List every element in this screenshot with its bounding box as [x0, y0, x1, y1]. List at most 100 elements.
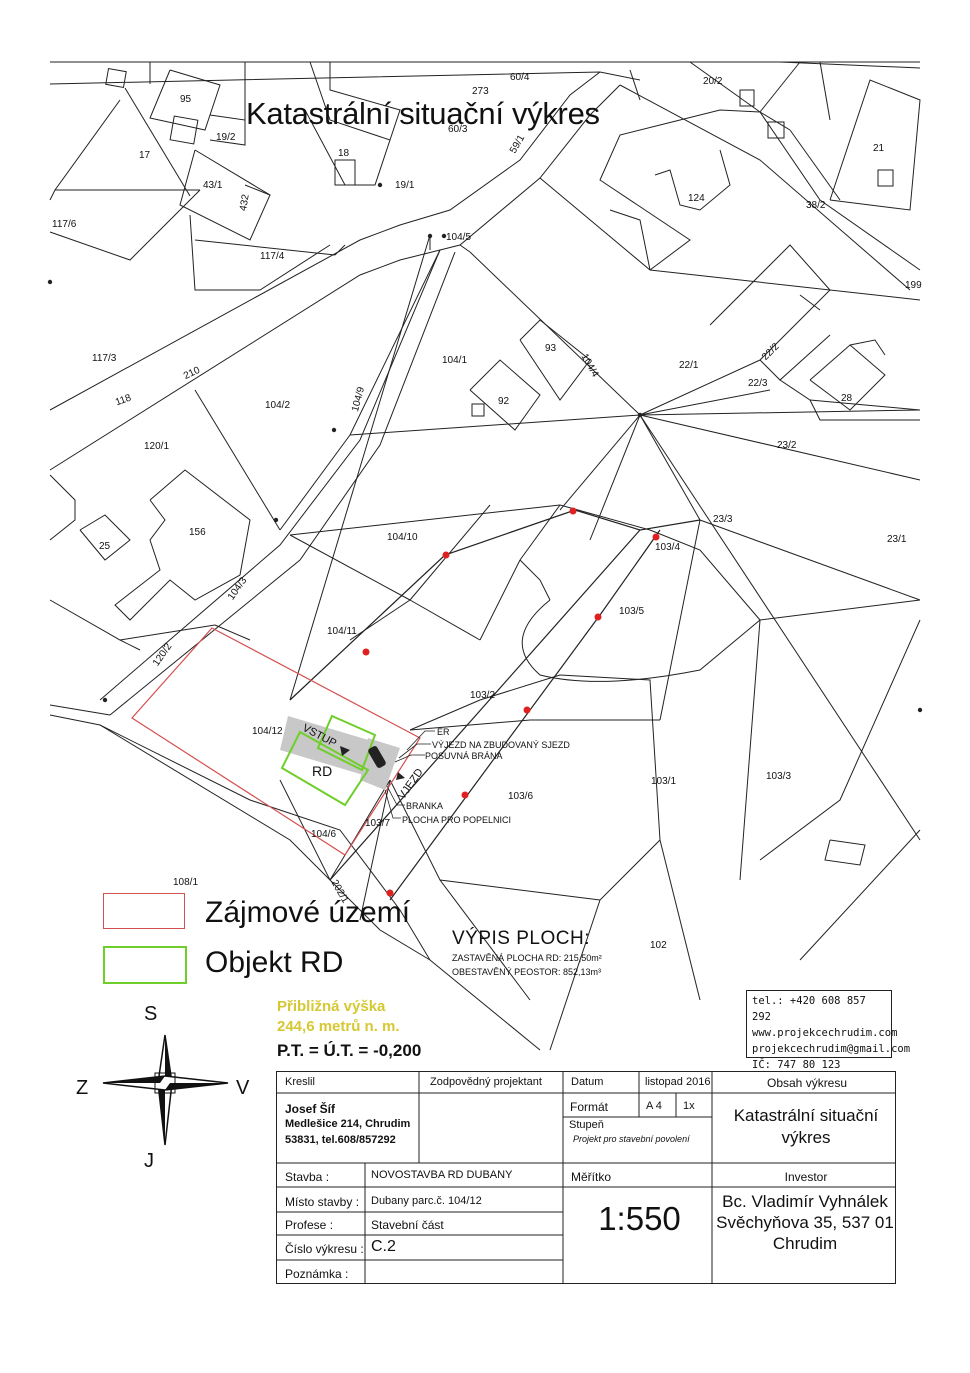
contact-box: tel.: +420 608 857 292 www.projekcechrud… — [746, 990, 911, 1071]
tb-datum-value: listopad 2016 — [645, 1076, 711, 1088]
parcel-number: 19/1 — [395, 180, 415, 191]
tb-meritko-label: Měřítko — [571, 1170, 612, 1184]
parcel-number: 60/3 — [448, 124, 468, 135]
parcel-number: 117/3 — [92, 353, 117, 364]
parcel-number: 104/6 — [311, 829, 337, 840]
tb-investor-address: Svěchyňova 35, 537 01 — [716, 1213, 894, 1232]
parcel-108-1: 108/1 — [173, 877, 199, 888]
tb-scale-value: 1:550 — [598, 1200, 681, 1237]
tb-investor-name: Bc. Vladimír Vyhnálek — [722, 1192, 888, 1211]
survey-points — [47, 182, 923, 713]
tb-profese-label: Profese : — [285, 1218, 334, 1232]
parcel-number: 92 — [498, 396, 510, 407]
legend-interest-swatch — [103, 893, 185, 929]
building-rd — [280, 714, 377, 807]
parcel-number: 124 — [688, 193, 705, 204]
compass-west: Z — [76, 1077, 89, 1099]
tb-kreslil-label: Kreslil — [285, 1076, 315, 1088]
parcel-number: 102 — [650, 940, 667, 951]
parcel-number: 156 — [189, 527, 206, 538]
tb-author-phone: 53831, tel.608/857292 — [285, 1134, 396, 1146]
parcel-number: 60/4 — [510, 72, 530, 83]
parcel-number: 104/2 — [265, 400, 291, 411]
er-label: ER — [437, 727, 450, 737]
tb-format-label: Formát — [570, 1100, 609, 1114]
tb-zodp-label: Zodpovědný projektant — [430, 1076, 542, 1088]
car-icon — [368, 746, 386, 768]
compass-south: J — [144, 1150, 154, 1172]
boundary-markers — [289, 507, 660, 897]
parcel-number: 43/1 — [203, 180, 223, 191]
tb-format-value: A 4 — [646, 1100, 662, 1112]
contact-phone: tel.: +420 608 857 292 — [752, 995, 866, 1023]
contact-email: projekcechrudim@gmail.com — [752, 1043, 911, 1055]
parcel-number: 23/3 — [713, 514, 733, 525]
parcel-number: 117/4 — [260, 251, 285, 262]
compass-rose-icon — [102, 1034, 229, 1146]
site-paving — [280, 716, 400, 790]
parcel-number: 104/1 — [442, 355, 468, 366]
parcel-lines — [49, 61, 921, 1051]
tb-investor-city: Chrudim — [772, 1234, 838, 1253]
height-line-1: Přibližná výška — [277, 998, 386, 1015]
tb-author-address: Medlešice 214, Chrudim — [285, 1118, 411, 1130]
tb-obsah-label: Obsah výkresu — [767, 1076, 848, 1090]
parcel-number: 20/2 — [703, 76, 723, 87]
parcel-number: 19/2 — [216, 132, 236, 143]
interest-area — [131, 627, 421, 856]
title-block-grid — [276, 1071, 896, 1284]
tb-investor-label: Investor — [784, 1170, 828, 1184]
parcel-number: 25 — [99, 541, 111, 552]
legend-building-label: Objekt RD — [205, 946, 344, 979]
parcel-number: 273 — [472, 86, 489, 97]
compass-east: V — [236, 1077, 250, 1099]
parcel-number: 103/5 — [619, 606, 645, 617]
parcel-number: 103/3 — [766, 771, 792, 782]
legend-interest-label: Zájmové území — [205, 896, 411, 929]
tb-stavba-value: NOVOSTAVBA RD DUBANY — [371, 1169, 513, 1181]
parcel-number: 104/12 — [252, 726, 283, 737]
parcel-number: 18 — [338, 148, 350, 159]
areas-row-2: OBESTAVĚNÝ PEOSTOR: 852,13m³ — [452, 967, 602, 977]
parcel-number: 199 — [905, 280, 922, 291]
branka-label: BRANKA — [406, 801, 444, 811]
parcel-number: 17 — [139, 150, 151, 161]
parcel-number: 103/2 — [470, 690, 496, 701]
parcel-number: 22/3 — [748, 378, 768, 389]
tb-author-name: Josef Šíf — [285, 1102, 336, 1116]
parcel-number: 95 — [180, 94, 192, 105]
legend-building-swatch — [103, 946, 187, 984]
posuvna-brana-label: POSUVNÁ BRÁNA — [425, 751, 503, 761]
parcel-number: 104/10 — [387, 532, 418, 543]
tb-poznamka-label: Poznámka : — [285, 1267, 349, 1281]
parcel-number: 103/7 — [365, 818, 391, 829]
parcel-number: 28 — [841, 393, 853, 404]
tb-stavba-label: Stavba : — [285, 1170, 330, 1184]
contact-web: www.projekcechrudim.com — [752, 1027, 898, 1039]
tb-stupen-label: Stupeň — [569, 1119, 604, 1131]
parcel-number: 117/6 — [52, 219, 77, 230]
tb-obsah-value-1: Katastrální situační — [733, 1106, 879, 1125]
parcel-number: 21 — [873, 143, 885, 154]
tb-datum-label: Datum — [571, 1076, 604, 1088]
parcel-number: 120/1 — [144, 441, 170, 452]
tb-cislo-value: C.2 — [371, 1238, 396, 1255]
pt-ut-level: P.T. = Ú.T. = -0,200 — [277, 1041, 422, 1060]
tb-misto-label: Místo stavby : — [285, 1195, 360, 1209]
tb-obsah-value-2: výkres — [781, 1128, 831, 1147]
drawing-title: Katastrální situační výkres — [246, 96, 600, 131]
parcel-number: 22/1 — [679, 360, 699, 371]
parcel-number: 104/11 — [327, 626, 357, 637]
contact-ic: IČ: 747 80 123 — [752, 1059, 841, 1071]
areas-heading: VÝPIS PLOCH: — [452, 928, 590, 949]
entrance-triangle-icon — [340, 746, 405, 780]
popelnice-label: PLOCHA PRO POPELNICI — [402, 815, 512, 825]
parcel-number: 104/5 — [446, 232, 472, 243]
compass-north: S — [144, 1003, 158, 1025]
tb-stupen-value: Projekt pro stavební povolení — [573, 1134, 690, 1144]
parcel-number: 103/4 — [655, 542, 681, 553]
parcel-number: 103/6 — [508, 791, 534, 802]
tb-cislo-label: Číslo výkresu : — [285, 1242, 364, 1256]
parcel-number: 38/2 — [806, 200, 826, 211]
